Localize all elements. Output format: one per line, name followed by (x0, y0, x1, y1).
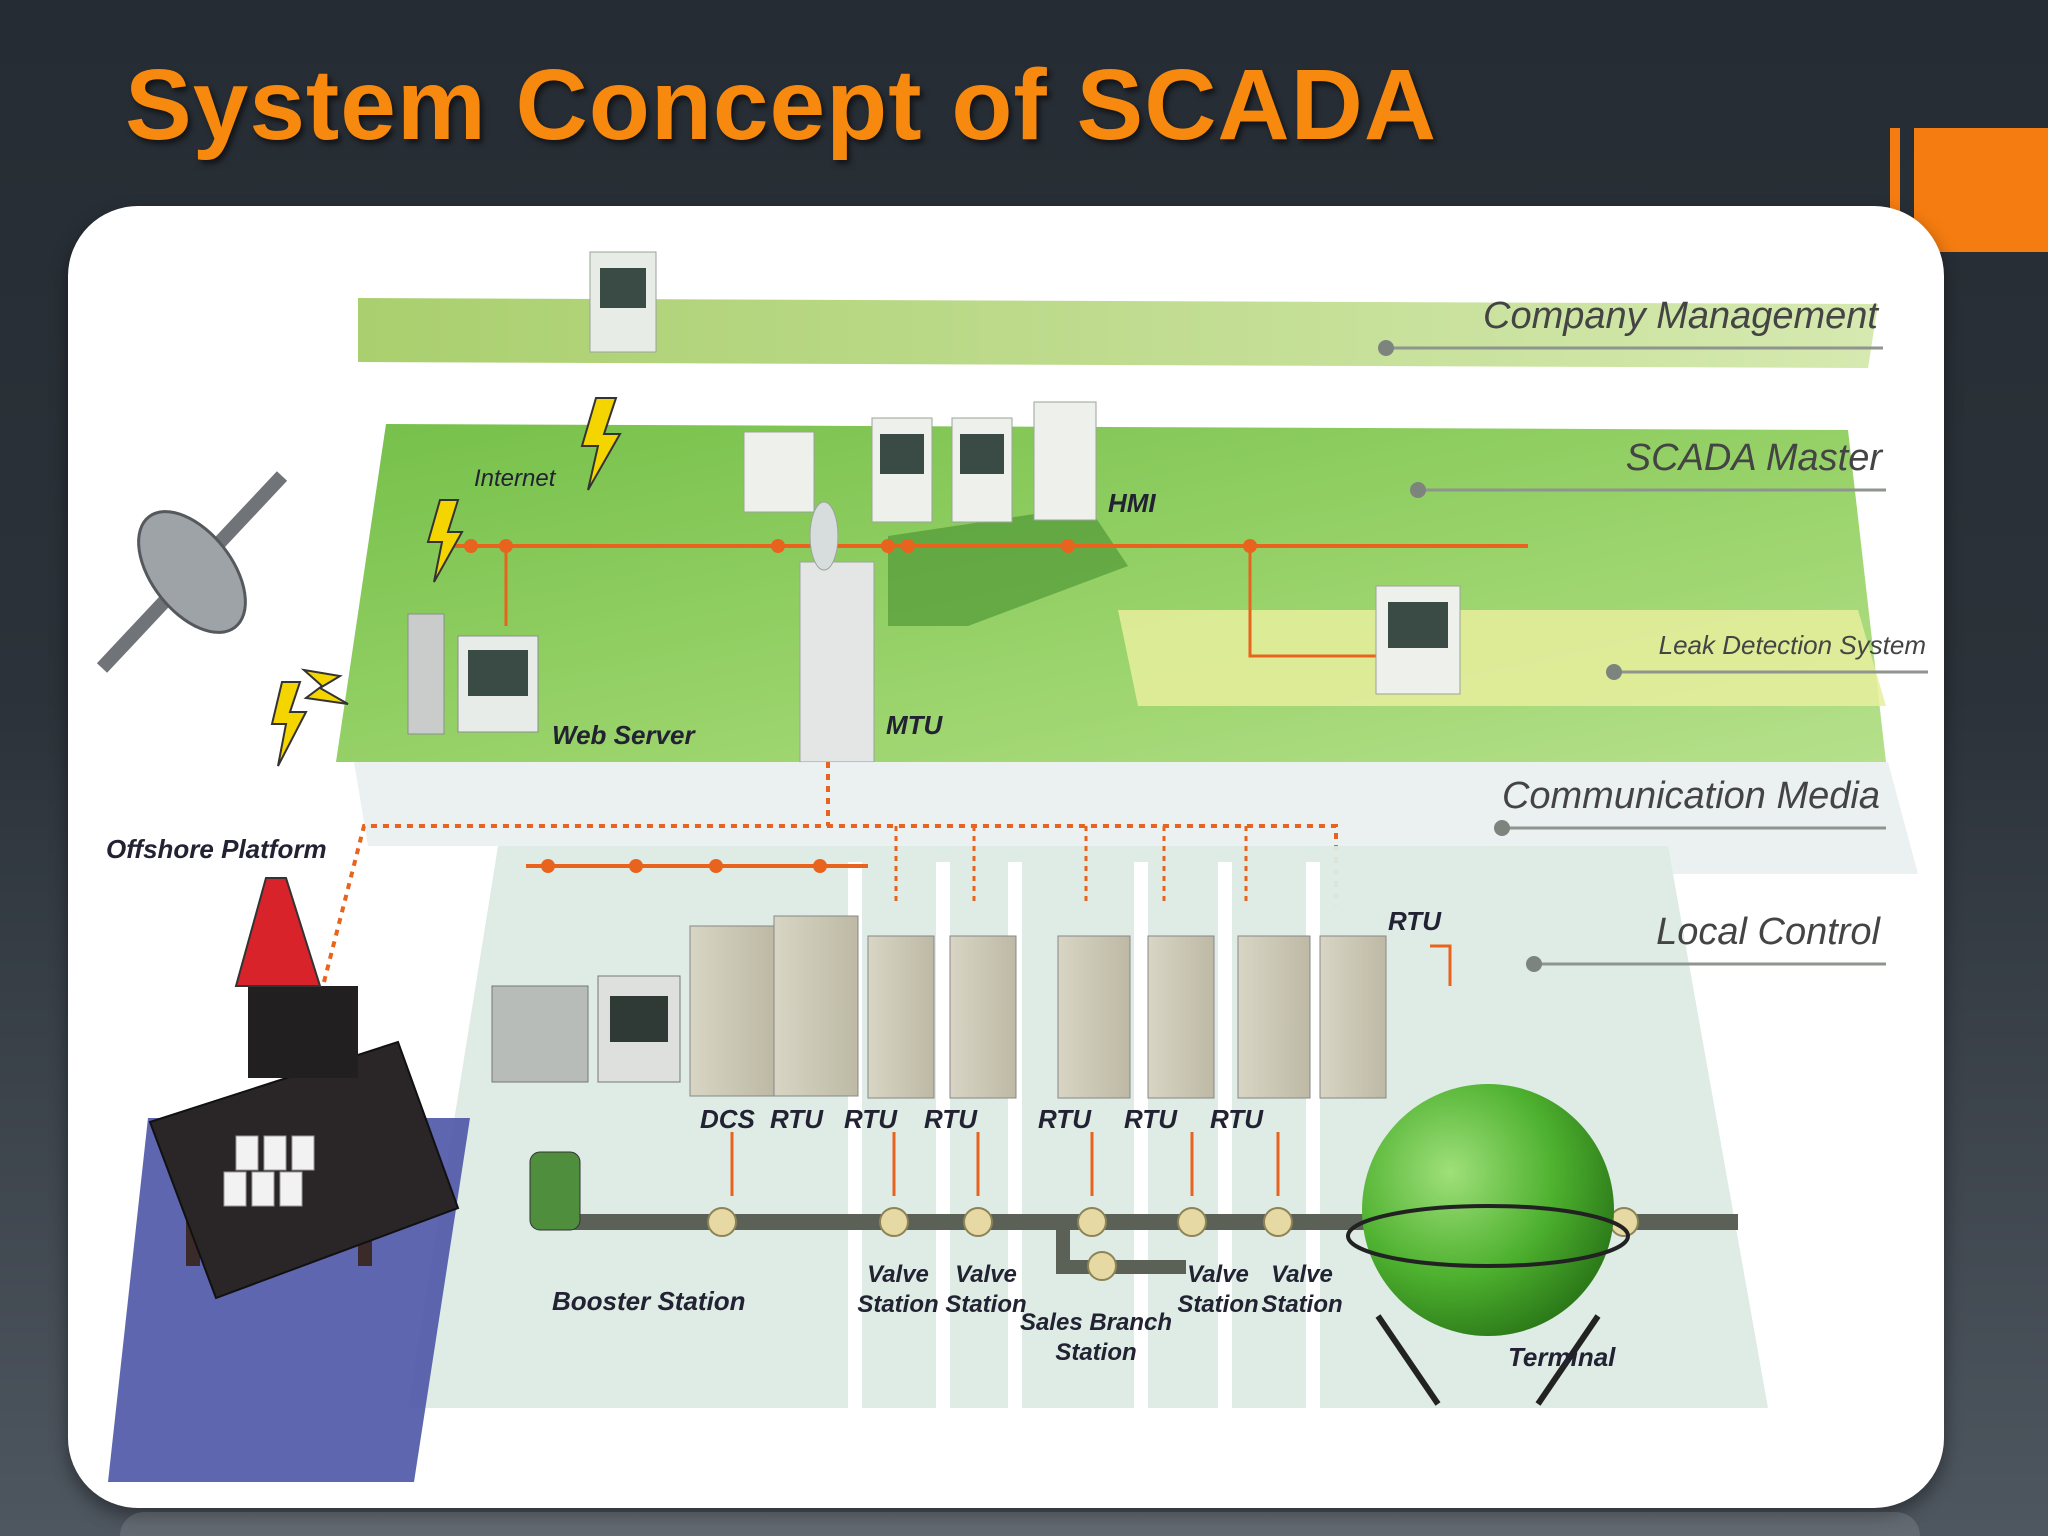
platform-derrick (234, 877, 322, 987)
label-valve-station-2-line-1: Valve (955, 1261, 1017, 1288)
booster-pump-icon (529, 1151, 581, 1231)
company-management-layer: Company Management (358, 251, 1883, 368)
label-hmi: HMI (1108, 488, 1156, 518)
label-internet: Internet (474, 465, 557, 492)
web-server-tower (407, 613, 445, 735)
rtu-cabinet-5 (1147, 935, 1215, 1099)
label-rtu-2: RTU (844, 1104, 898, 1134)
leader-dot (1494, 820, 1510, 836)
local-printer (491, 985, 589, 1083)
label-rtu-6: RTU (1210, 1104, 1264, 1134)
label-company-management: Company Management (1483, 295, 1879, 337)
label-communication-media: Communication Media (1502, 775, 1880, 817)
rtu-cabinet-1 (773, 915, 859, 1097)
scada-master-layer: HMI MTU Web Server Internet SCADA Master (270, 397, 1928, 767)
hmi-screen-2 (960, 434, 1004, 474)
leader-dot (1606, 664, 1622, 680)
lightning-icon-2 (426, 499, 464, 583)
printer (743, 431, 815, 513)
terminal-tank-icon (1346, 1084, 1630, 1406)
web-server-screen (468, 650, 528, 696)
rtu-cabinet-far (1319, 935, 1387, 1099)
label-rtu-3: RTU (924, 1104, 978, 1134)
hmi-screen-1 (880, 434, 924, 474)
label-mtu: MTU (886, 710, 944, 740)
leader-dot (1526, 956, 1542, 972)
satellite-icon (96, 471, 288, 673)
rtu-cabinet-4 (1057, 935, 1131, 1099)
valve-control-arrows (730, 1132, 1280, 1196)
label-sales-branch-line-2: Station (1055, 1339, 1136, 1366)
label-sales-branch-line-1: Sales Branch (1020, 1309, 1172, 1336)
label-valve-station-3-line-1: Valve (1187, 1261, 1249, 1288)
leak-detection-screen (1388, 602, 1448, 648)
lan-nodes (464, 539, 1257, 553)
label-rtu-5: RTU (1124, 1104, 1178, 1134)
rtu-cabinet-2 (867, 935, 935, 1099)
label-rtu-far: RTU (1388, 906, 1442, 936)
label-web-server: Web Server (552, 720, 696, 750)
branch-pipe-horizontal (1056, 1260, 1186, 1274)
platform-tanks (223, 1135, 315, 1207)
hmi-server (1033, 401, 1097, 521)
master-shadow (888, 506, 1128, 626)
slide-title: System Concept of SCADA (125, 49, 1438, 161)
label-rtu-1: RTU (770, 1104, 824, 1134)
offshore-platform-icon: Offshore Platform (106, 834, 470, 1482)
branch-pipe (1056, 1214, 1070, 1274)
local-control-layer: DCS RTU RTU RTU RTU RTU RTU RTU Local Co… (408, 826, 1886, 1408)
label-valve-station-1-line-2: Station (857, 1291, 938, 1318)
management-plane (358, 298, 1878, 368)
accent-bar-thin (1890, 128, 1900, 252)
label-local-control: Local Control (1656, 911, 1881, 953)
rtu-drop-lines (894, 826, 1248, 906)
label-rtu-4: RTU (1038, 1104, 1092, 1134)
lightning-icon-3 (270, 681, 308, 767)
label-valve-station-4-line-2: Station (1261, 1291, 1342, 1318)
mtu-cabinet (799, 561, 875, 763)
accent-bar-thick (1914, 128, 2048, 252)
label-valve-station-4-line-1: Valve (1271, 1261, 1333, 1288)
lightning-icon-1 (580, 397, 622, 491)
local-workstation-screen (610, 996, 668, 1042)
leader-dot (1410, 482, 1426, 498)
label-valve-station-3-line-2: Station (1177, 1291, 1258, 1318)
rtu-cabinet-6 (1237, 935, 1311, 1099)
dcs-cabinet (689, 925, 775, 1097)
label-booster-station: Booster Station (552, 1286, 746, 1316)
label-valve-station-2-line-2: Station (945, 1291, 1026, 1318)
leader-dot (1378, 340, 1394, 356)
mtu-dish-icon (809, 501, 839, 571)
local-lan-nodes (541, 859, 827, 873)
leak-detection-plane (1118, 610, 1886, 706)
label-terminal: Terminal (1508, 1342, 1616, 1372)
label-offshore-platform: Offshore Platform (106, 834, 327, 864)
diagram-panel: Company Management HMI MTU (68, 206, 1944, 1508)
label-leak-detection: Leak Detection System (1659, 630, 1926, 660)
scada-diagram: Company Management HMI MTU (96, 251, 1928, 1482)
leak-link-line (1248, 546, 1388, 658)
lightning-icon-4 (300, 668, 349, 705)
label-dcs: DCS (700, 1104, 756, 1134)
rtu-cabinet-3 (949, 935, 1017, 1099)
rtu-tank-link (1430, 944, 1452, 986)
management-screen (600, 268, 646, 308)
label-scada-master: SCADA Master (1626, 437, 1884, 479)
label-valve-station-1-line-1: Valve (867, 1261, 929, 1288)
panel-reflection (120, 1512, 1920, 1536)
